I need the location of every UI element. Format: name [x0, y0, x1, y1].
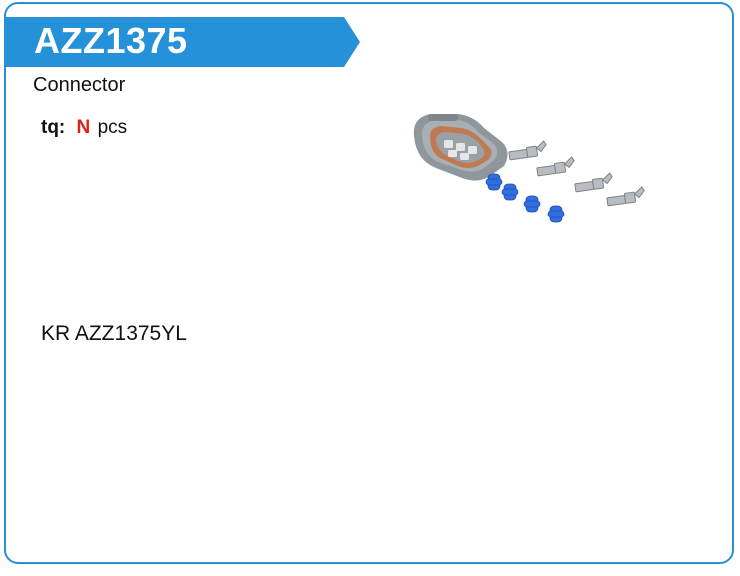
connector-kit-illustration — [413, 114, 645, 223]
product-image — [408, 106, 668, 242]
product-code: AZZ1375 — [34, 20, 188, 61]
seal-icon — [485, 173, 503, 191]
terminal-icon — [536, 156, 575, 177]
banner-shape — [4, 17, 360, 67]
terminal-icon — [574, 172, 613, 193]
terminal-icon — [508, 140, 547, 161]
quantity-unit: pcs — [97, 117, 128, 138]
product-description: Connector — [33, 74, 126, 96]
terminal-icon — [606, 186, 645, 207]
connector-housing-icon — [413, 114, 508, 181]
quantity-label: tq: — [41, 117, 66, 138]
quantity-line: tq: N pcs — [41, 117, 127, 139]
title-banner: AZZ1375 — [4, 17, 362, 67]
seal-icon — [547, 205, 565, 223]
quantity-value: N — [76, 117, 91, 138]
seal-icon — [523, 195, 541, 213]
product-card — [4, 2, 734, 564]
part-reference: KR AZZ1375YL — [41, 322, 187, 345]
seal-icon — [501, 183, 519, 201]
